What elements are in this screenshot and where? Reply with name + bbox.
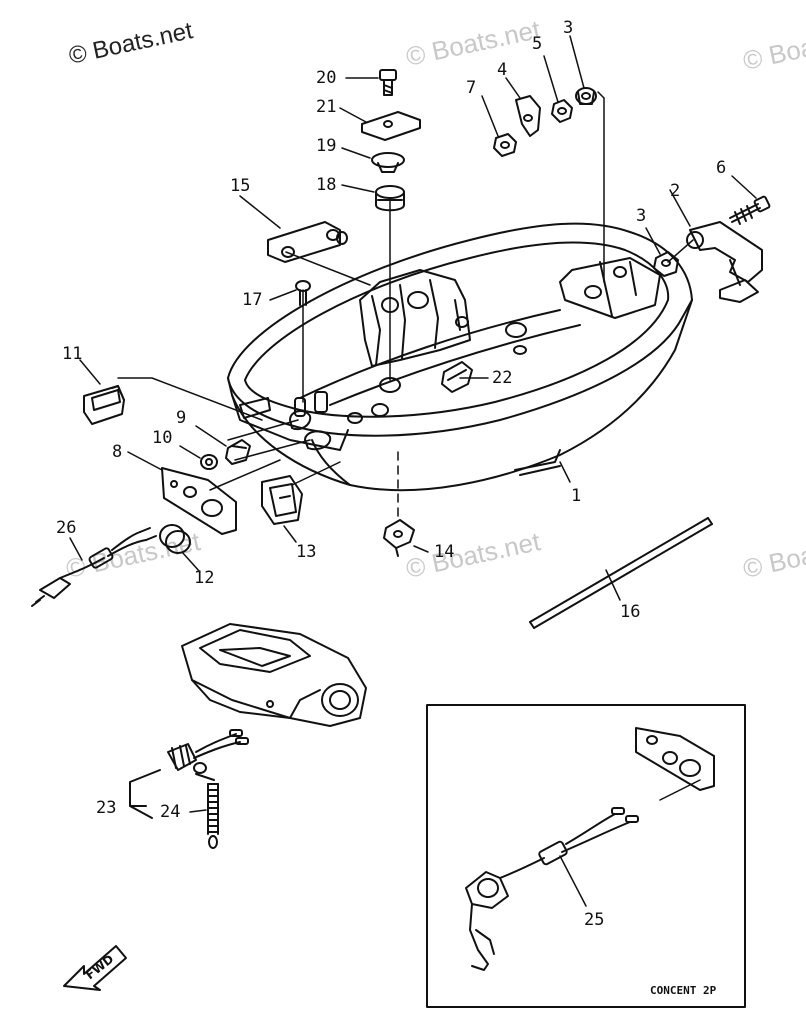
label-part-4: 4 bbox=[497, 60, 508, 80]
label-part-21: 21 bbox=[316, 97, 337, 117]
label-part-7: 7 bbox=[466, 78, 477, 98]
bolt-6 bbox=[729, 175, 771, 225]
label-part-16: 16 bbox=[620, 602, 641, 622]
label-part-22: 22 bbox=[492, 368, 513, 388]
label-part-5: 5 bbox=[532, 34, 543, 54]
plate-8 bbox=[127, 451, 237, 535]
label-part-1: 1 bbox=[571, 486, 582, 506]
label-part-3-side: 3 bbox=[636, 206, 647, 226]
nut-5 bbox=[543, 55, 573, 123]
label-part-12: 12 bbox=[194, 568, 215, 588]
tiller-housing bbox=[181, 623, 367, 727]
inset-box bbox=[426, 704, 746, 1008]
plug-11 bbox=[79, 359, 125, 425]
label-part-17: 17 bbox=[242, 290, 263, 310]
fwd-arrow-icon bbox=[63, 945, 127, 991]
label-part-14: 14 bbox=[434, 542, 455, 562]
label-part-10: 10 bbox=[152, 428, 173, 448]
label-part-23: 23 bbox=[96, 798, 117, 818]
grommet-9 bbox=[195, 425, 251, 465]
grommet-18 bbox=[341, 184, 405, 212]
cap-12 bbox=[159, 524, 201, 573]
clip-4 bbox=[505, 77, 541, 137]
label-part-15: 15 bbox=[230, 176, 251, 196]
bracket-15 bbox=[239, 195, 348, 263]
label-part-13: 13 bbox=[296, 542, 317, 562]
label-part-2: 2 bbox=[670, 181, 681, 201]
grommet-13 bbox=[261, 475, 303, 543]
label-part-24: 24 bbox=[160, 802, 181, 822]
spring-24 bbox=[189, 762, 219, 849]
label-part-3-top: 3 bbox=[563, 18, 574, 38]
screw-17 bbox=[269, 280, 311, 306]
label-part-19: 19 bbox=[316, 136, 337, 156]
clamp-22 bbox=[441, 361, 473, 393]
label-part-8: 8 bbox=[112, 442, 123, 462]
grommet-3-top bbox=[569, 35, 597, 105]
rod-16 bbox=[529, 517, 713, 629]
plug-23 bbox=[129, 729, 249, 819]
label-part-18: 18 bbox=[316, 175, 337, 195]
inset-caption: CONCENT 2P bbox=[650, 984, 717, 997]
label-part-25: 25 bbox=[584, 910, 605, 930]
bottom-cowling bbox=[227, 222, 693, 492]
plate-21 bbox=[339, 107, 421, 141]
grommet-19 bbox=[341, 147, 405, 173]
label-part-20: 20 bbox=[316, 68, 337, 88]
clip-14 bbox=[383, 519, 429, 557]
cable-26 bbox=[31, 527, 157, 607]
label-part-9: 9 bbox=[176, 408, 187, 428]
label-part-6: 6 bbox=[716, 158, 727, 178]
label-part-11: 11 bbox=[62, 344, 83, 364]
bracket-2 bbox=[669, 189, 763, 303]
label-part-26: 26 bbox=[56, 518, 77, 538]
nut-7 bbox=[481, 95, 517, 157]
washer-10 bbox=[179, 445, 218, 470]
bolt-20 bbox=[345, 69, 397, 96]
grommet-3-side bbox=[645, 227, 679, 277]
